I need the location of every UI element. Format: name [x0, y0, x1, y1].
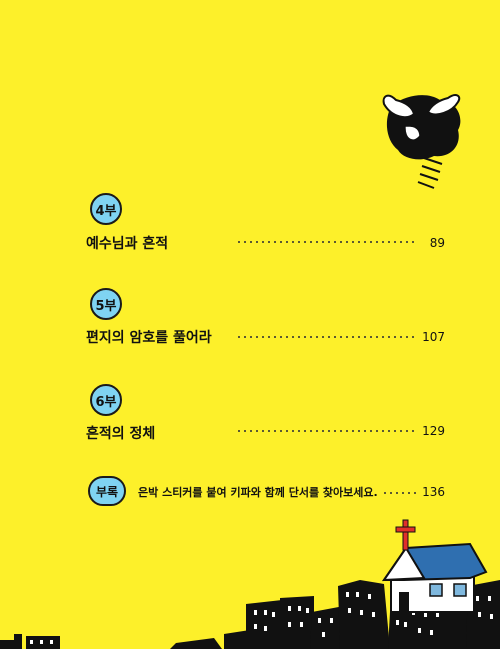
- appendix-title[interactable]: 은박 스티커를 붙여 키파와 함께 단서를 찾아보세요.: [138, 486, 378, 499]
- page-number: 136: [422, 485, 445, 499]
- flying-creature-icon: [382, 94, 461, 189]
- church-illustration: [382, 519, 488, 613]
- part-badge: 4부: [90, 193, 122, 225]
- chapter-title[interactable]: 편지의 암호를 풀어라: [86, 330, 212, 346]
- page-number: 129: [422, 424, 445, 438]
- chapter-title[interactable]: 흔적의 정체: [86, 426, 156, 442]
- part-badge: 5부: [90, 288, 122, 320]
- part-badge: 6부: [90, 384, 122, 416]
- dot-leader: [236, 241, 416, 243]
- dot-leader: [236, 430, 416, 432]
- dot-leader: [382, 492, 416, 494]
- chapter-title[interactable]: 예수님과 흔적: [86, 236, 169, 252]
- appendix-badge: 부록: [88, 476, 126, 506]
- city-skyline-illustration: [0, 519, 500, 649]
- page-number: 89: [429, 236, 445, 250]
- dot-leader: [236, 336, 416, 338]
- page-number: 107: [422, 330, 445, 344]
